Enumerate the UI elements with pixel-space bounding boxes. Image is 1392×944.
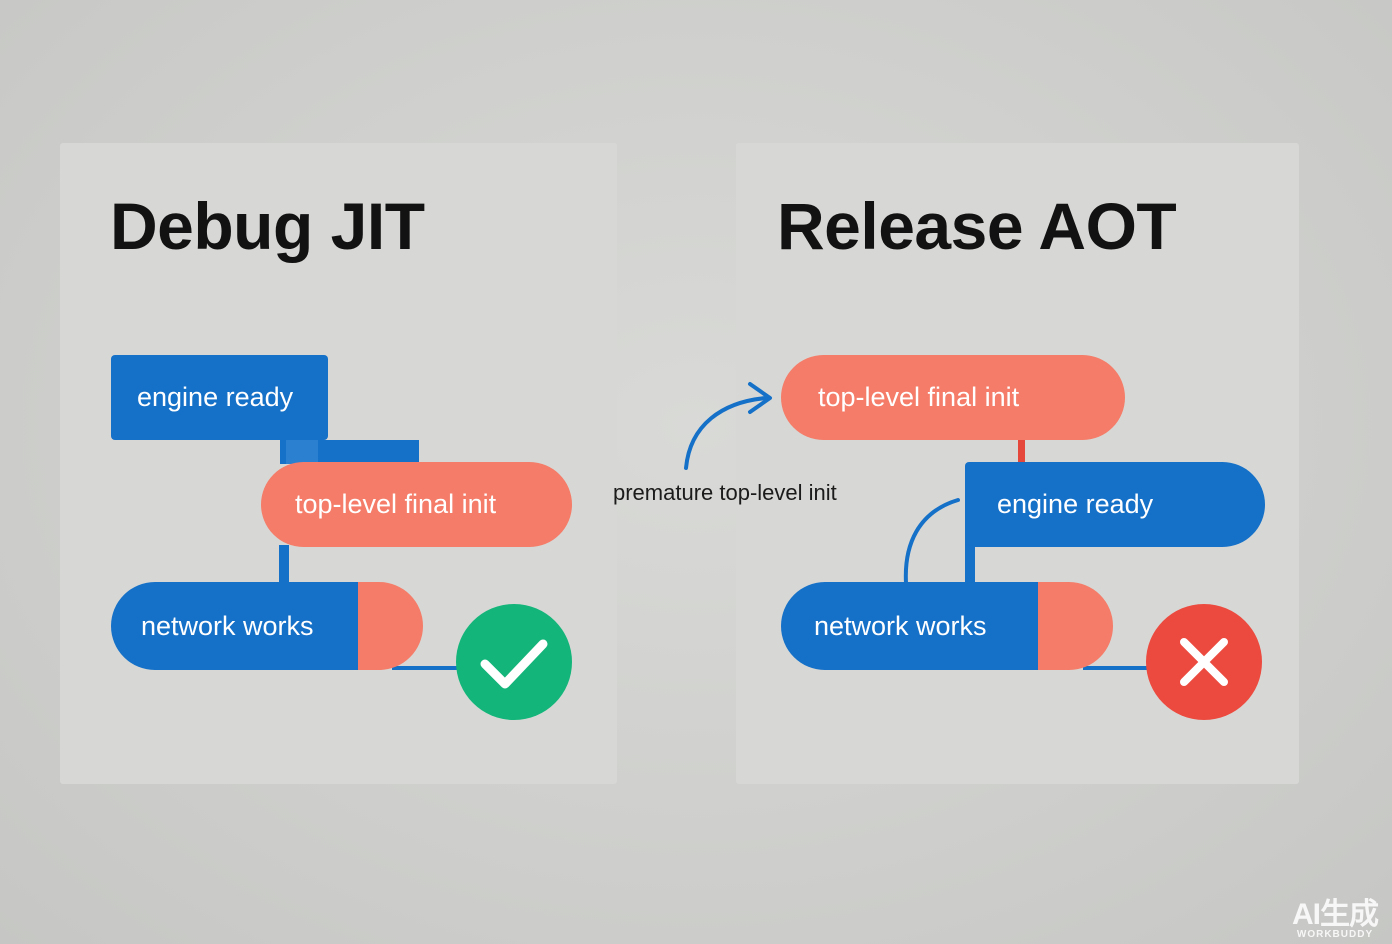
premature-top-level-init-label: premature top-level init	[613, 480, 837, 505]
right-engine-ready-block: engine ready	[965, 462, 1265, 547]
success-badge	[456, 604, 572, 720]
right-top-level-final-init-label: top-level final init	[818, 382, 1020, 412]
right-engine-to-network-connector	[965, 540, 975, 584]
right-top-level-final-init-block: top-level final init	[781, 355, 1125, 440]
failure-badge	[1146, 604, 1262, 720]
right-engine-ready-label: engine ready	[997, 489, 1154, 519]
left-engine-ready-label: engine ready	[137, 382, 294, 412]
left-engine-connector-highlight	[286, 440, 318, 464]
debug-jit-title: Debug JIT	[110, 189, 425, 263]
left-final-to-network-connector	[279, 545, 289, 585]
release-aot-title: Release AOT	[777, 189, 1177, 263]
check-icon	[480, 639, 548, 689]
watermark-sub-text: WORKBUDDY	[1296, 929, 1374, 940]
right-curved-connector	[903, 498, 960, 585]
cross-icon	[1180, 638, 1228, 686]
left-top-level-final-init-label: top-level final init	[295, 489, 497, 519]
ai-generated-watermark: AI生成 WORKBUDDY	[1292, 898, 1379, 940]
left-top-level-final-init-block: top-level final init	[261, 462, 572, 547]
left-network-works-block: network works	[111, 582, 423, 670]
premature-arrow-head	[748, 382, 772, 414]
left-engine-ready-block: engine ready	[111, 355, 328, 440]
watermark-main-text: AI生成	[1292, 898, 1379, 931]
right-network-works-label: network works	[814, 610, 987, 641]
premature-arrow	[684, 396, 768, 470]
right-network-works-block: network works	[781, 582, 1113, 670]
right-final-to-engine-connector	[1018, 439, 1025, 464]
left-network-works-label: network works	[141, 610, 314, 641]
